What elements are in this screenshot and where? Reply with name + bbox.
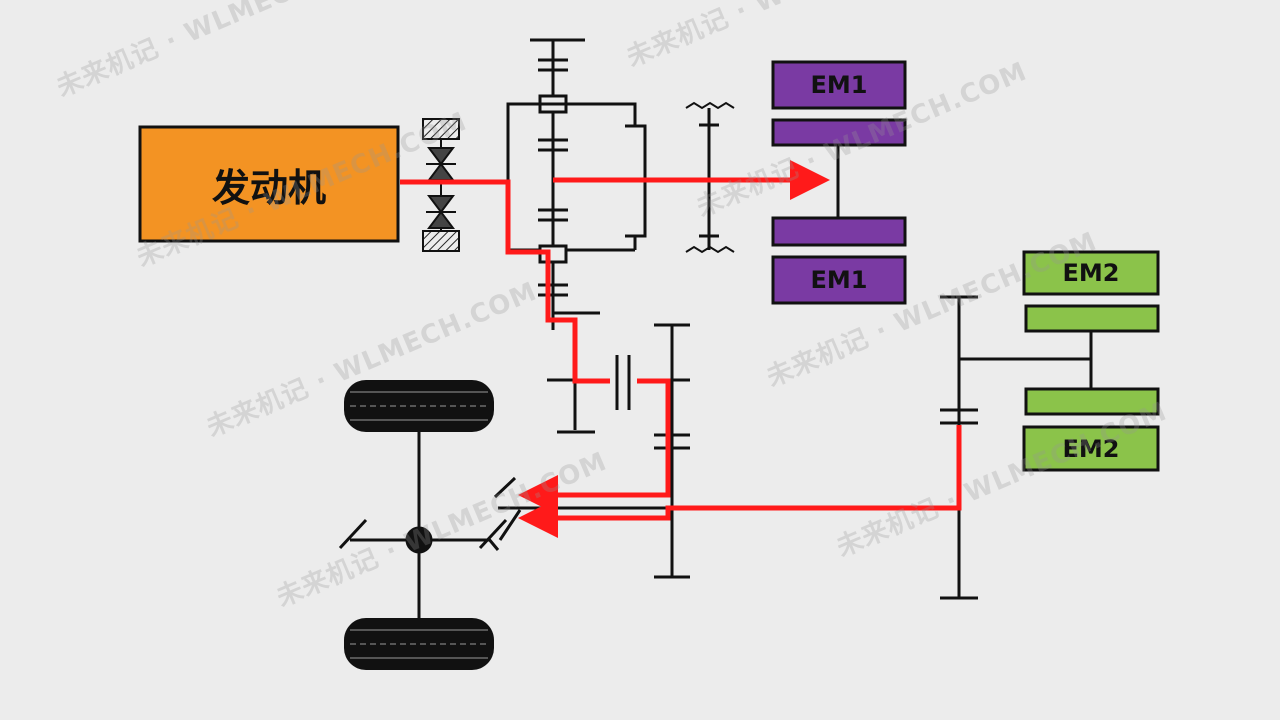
gearbox-structure <box>506 38 840 330</box>
em2-stator-bottom <box>1022 425 1160 472</box>
em2-stator-top <box>1022 250 1160 296</box>
em1-stator-bottom <box>771 255 907 305</box>
power-flow-em2-path <box>518 425 962 538</box>
em2-rotor-top <box>1024 304 1160 333</box>
em1-rotor-bottom <box>771 216 907 247</box>
em1-stator-top <box>771 60 907 110</box>
power-flow <box>400 160 962 538</box>
em1-rotor-top <box>771 118 907 147</box>
engine-block <box>138 125 400 243</box>
tire-lower-icon <box>344 618 494 670</box>
power-flow-engine-path <box>400 179 610 384</box>
tire-upper-icon <box>344 380 494 432</box>
engine-damper <box>422 118 460 252</box>
em2-shaft <box>940 295 1093 600</box>
power-flow-gear-path <box>518 378 671 515</box>
differential <box>338 410 672 640</box>
em2-rotor-bottom <box>1024 387 1160 416</box>
